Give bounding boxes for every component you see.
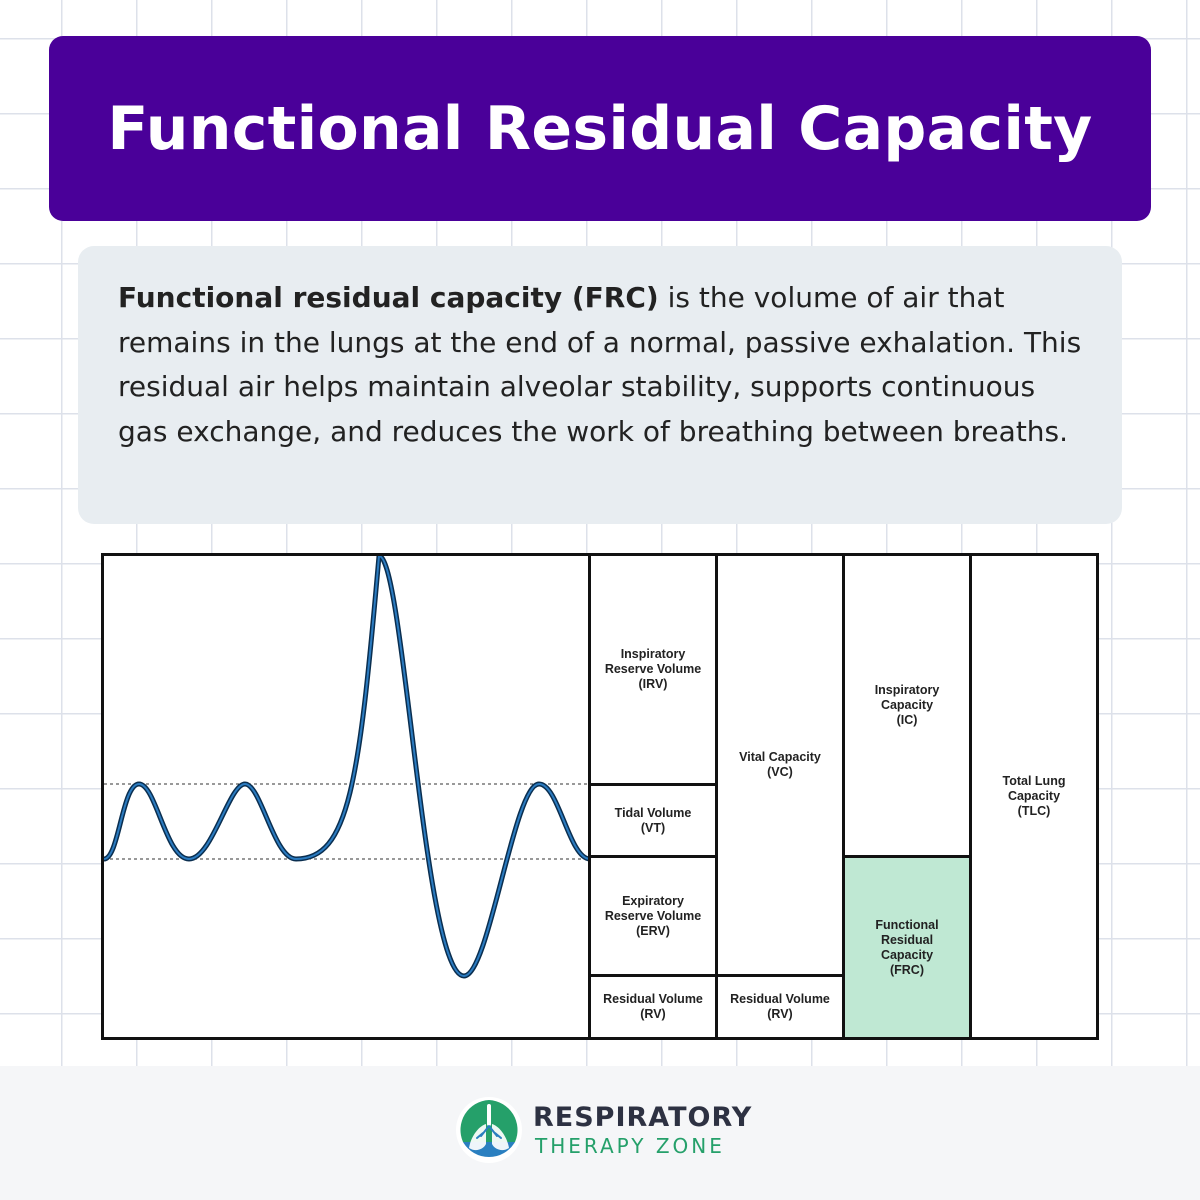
brand-logo: RESPIRATORY THERAPY ZONE [455,1096,755,1171]
brand-name-line1: RESPIRATORY [533,1102,753,1133]
segment-frc-label: Functional Residual Capacity (FRC) [875,917,939,977]
segment-vc-label: Vital Capacity (VC) [739,750,821,779]
lung-volumes-diagram: Inspiratory Reserve Volume (IRV) Tidal V… [101,553,1099,1040]
segment-tlc-label: Total Lung Capacity (TLC) [1002,774,1066,818]
brand-name-line2: THERAPY ZONE [535,1134,725,1158]
segment-tlc: Total Lung Capacity (TLC) [969,553,1099,1040]
segment-ic: Inspiratory Capacity (IC) [842,553,972,858]
lungs-icon [456,1097,522,1163]
description-box: Functional residual capacity (FRC) is th… [78,246,1122,524]
breathing-waveform-shadow [104,556,593,979]
segment-vt: Tidal Volume (VT) [588,783,718,858]
segment-rv-2: Residual Volume (RV) [715,974,845,1040]
page-title: Functional Residual Capacity [107,93,1093,164]
description-body: is the volume of air that remains in the… [118,281,1082,448]
segment-erv: Expiratory Reserve Volume (ERV) [588,855,718,977]
segment-rv-1: Residual Volume (RV) [588,974,718,1040]
segment-irv-label: Inspiratory Reserve Volume (IRV) [604,647,702,691]
segment-erv-label: Expiratory Reserve Volume (ERV) [604,893,702,938]
segment-ic-label: Inspiratory Capacity (IC) [874,683,940,727]
segment-frc: Functional Residual Capacity (FRC) [842,855,972,1040]
breathing-waveform [104,556,591,978]
segment-vc: Vital Capacity (VC) [715,553,845,977]
segment-rv-2-label: Residual Volume (RV) [730,992,830,1021]
segment-irv: Inspiratory Reserve Volume (IRV) [588,553,718,786]
segment-vt-label: Tidal Volume (VT) [614,805,692,835]
title-banner: Functional Residual Capacity [49,36,1151,221]
spirogram [104,556,593,979]
segment-rv-1-label: Residual Volume (RV) [603,992,703,1021]
description-text: Functional residual capacity (FRC) is th… [118,276,1092,454]
description-bold-term: Functional residual capacity (FRC) [118,281,659,314]
footer: RESPIRATORY THERAPY ZONE [0,1066,1200,1200]
